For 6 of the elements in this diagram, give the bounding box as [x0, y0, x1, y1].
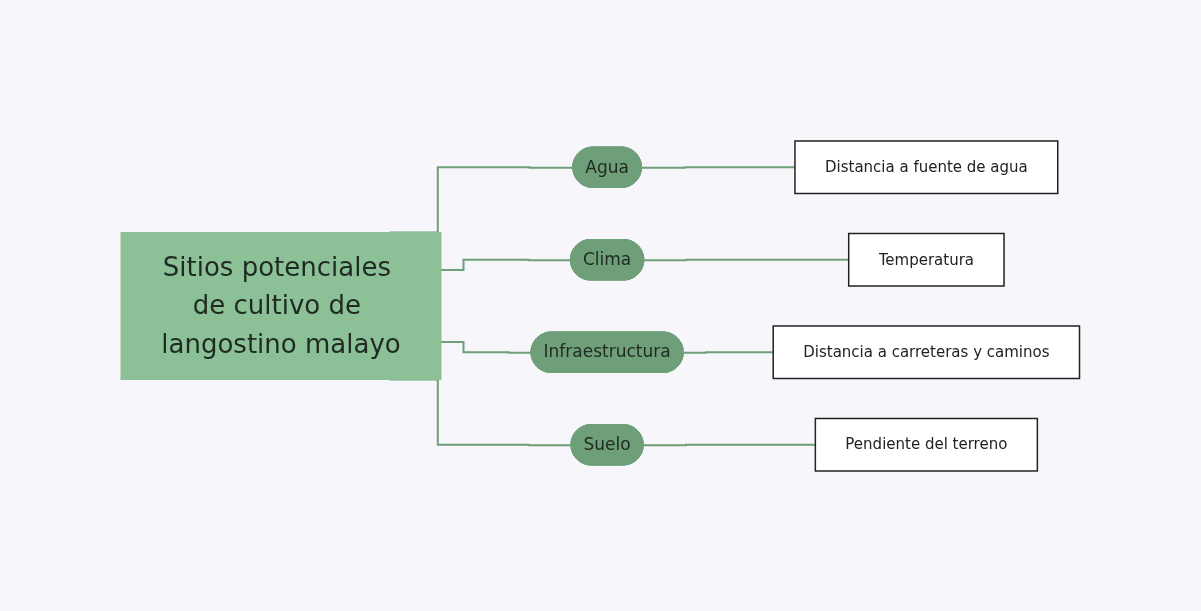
node-box: Temperatura: [848, 232, 1005, 287]
connector: [440, 340, 533, 354]
node-box: Distancia a fuente de agua: [794, 139, 1059, 194]
node-box: Pendiente del terreno: [814, 417, 1039, 472]
node-box: Distancia a carreteras y caminos: [772, 324, 1081, 379]
node-box: Sitios potenciales de cultivo de langostino malayo: [120, 231, 442, 380]
